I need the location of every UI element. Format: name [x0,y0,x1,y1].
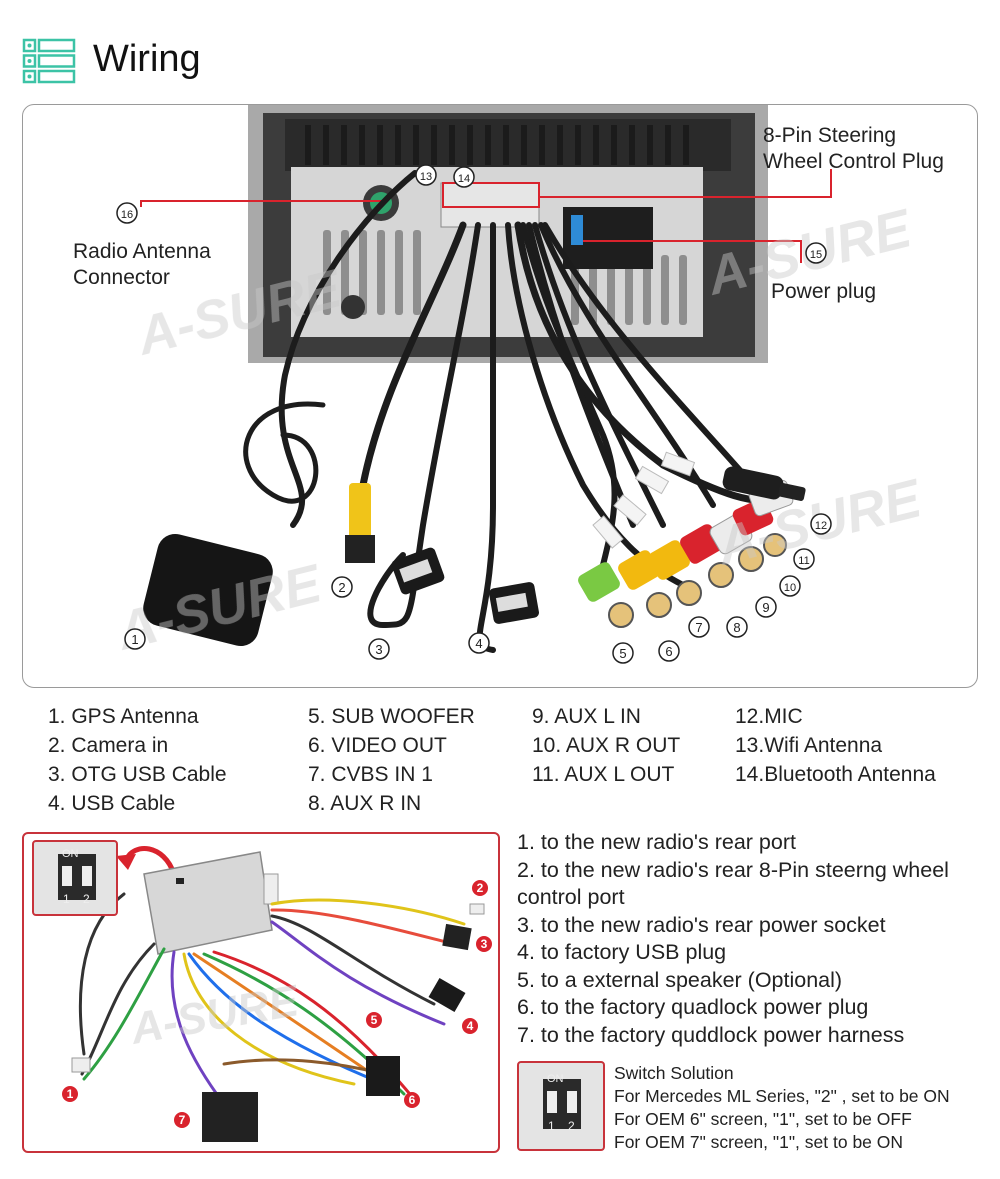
step-item: control port [517,885,625,909]
dip-switch-inset: ON 1 2 [32,840,118,916]
legend-column: 5. SUB WOOFER 6. VIDEO OUT 7. CVBS IN 1 … [308,702,475,818]
legend-item: 13.Wifi Antenna [735,734,883,757]
legend-column: 12.MIC 13.Wifi Antenna 14.Bluetooth Ante… [735,702,936,789]
wiring-diagram-panel: A-SURE A-SURE A-SURE A-SURE 1 2 3 4 5 6 … [22,104,978,688]
callout-number-15: 15 [805,242,827,264]
head-unit-wiring-photo: A-SURE A-SURE A-SURE A-SURE 1 2 3 4 5 6 … [109,105,929,664]
callout-number-13: 13 [415,164,437,186]
legend-column: 9. AUX L IN 10. AUX R OUT 11. AUX L OUT [532,702,680,789]
power-plug-label: Power plug [771,280,877,303]
callout-number-14: 14 [453,166,475,188]
legend-item: 9. AUX L IN [532,705,641,728]
harness-marker-2: 2 [472,880,488,896]
legend-item: 6. VIDEO OUT [308,734,447,757]
svg-text:1: 1 [131,632,138,647]
legend-item: 2. Camera in [48,734,169,757]
harness-marker-7: 7 [174,1112,190,1128]
callout-number-7: 7 [688,616,710,638]
legend-item: 10. AUX R OUT [532,734,681,757]
callout-number-8: 8 [726,616,748,638]
switch-on-label: ON [62,848,79,860]
step-item: 5. to a external speaker (Optional) [517,967,843,992]
svg-text:3: 3 [481,937,488,951]
step-item: 6. to the factory quadlock power plug [517,995,869,1019]
callout-number-4: 4 [468,632,490,654]
switch-1-label: 1 [548,1119,555,1133]
legend-column: 1. GPS Antenna 2. Camera in 3. OTG USB C… [48,702,227,818]
callout-number-6: 6 [658,640,680,662]
svg-text:4: 4 [475,636,482,651]
svg-text:6: 6 [409,1093,416,1107]
radio-antenna-label: Radio Antenna Connector [73,240,211,289]
svg-text:4: 4 [467,1019,474,1033]
harness-marker-3: 3 [476,936,492,952]
svg-text:2: 2 [338,580,345,595]
legend-item: 7. CVBS IN 1 [308,763,433,786]
legend-item: 3. OTG USB Cable [48,763,227,786]
step-item: 1. to the new radio's rear port [517,830,796,854]
legend-item: 11. AUX L OUT [532,763,675,786]
callout-number-16: 16 [116,202,138,224]
svg-text:7: 7 [695,620,702,635]
legend-item: 4. USB Cable [48,792,176,815]
harness-marker-4: 4 [462,1018,478,1034]
switch-solution-line: For Mercedes ML Series, "2" , set to be … [614,1086,950,1106]
harness-photo: A-SURE 1 2 3 4 5 6 7 [62,846,492,1142]
install-steps: 1. to the new radio's rear port 2. to th… [517,829,987,1049]
switch-2-label: 2 [568,1119,575,1133]
svg-text:10: 10 [784,582,796,594]
svg-text:6: 6 [665,644,672,659]
svg-text:2: 2 [477,881,484,895]
callout-number-11: 11 [793,548,815,570]
svg-text:14: 14 [458,173,470,185]
switch-on-label: ON [547,1073,564,1085]
svg-text:9: 9 [762,600,769,615]
step-item: 3. to the new radio's rear power socket [517,912,886,937]
switch-solution-text: Switch Solution For Mercedes ML Series, … [614,1062,994,1154]
switch-2-label: 2 [83,892,90,906]
svg-text:11: 11 [798,555,809,567]
svg-text:13: 13 [420,171,432,183]
svg-text:3: 3 [375,642,382,657]
steering-plug-label: 8-Pin Steering Wheel Control Plug [763,124,944,173]
page-title: Wiring [93,38,201,80]
callout-number-5: 5 [612,642,634,664]
legend-item: 8. AUX R IN [308,792,422,815]
svg-text:1: 1 [67,1087,74,1101]
legend-item: 14.Bluetooth Antenna [735,763,936,786]
callout-number-3: 3 [368,638,390,660]
legend-item: 1. GPS Antenna [48,705,199,728]
step-item: 7. to the factory quddlock power harness [517,1022,905,1047]
harness-marker-6: 6 [404,1092,420,1108]
svg-text:7: 7 [179,1113,186,1127]
watermark-text: A-SURE [126,976,303,1054]
harness-marker-5: 5 [366,1012,382,1028]
callout-number-12: 12 [810,513,832,535]
dip-switch-image: ON 1 2 [517,1061,605,1151]
switch-solution-title: Switch Solution [614,1063,734,1083]
svg-text:15: 15 [810,249,822,261]
list-icon [22,38,76,84]
svg-text:16: 16 [121,209,133,221]
svg-text:12: 12 [815,520,827,532]
svg-text:5: 5 [619,646,626,661]
legend-item: 12.MIC [735,705,803,728]
switch-solution-line: For OEM 7" screen, "1", set to be ON [614,1132,904,1152]
switch-solution-line: For OEM 6" screen, "1", set to be OFF [614,1109,912,1129]
callout-number-9: 9 [755,596,777,618]
svg-text:5: 5 [371,1013,378,1027]
callout-number-1: 1 [124,628,146,650]
callout-number-2: 2 [331,576,353,598]
svg-text:8: 8 [733,620,740,635]
callout-number-10: 10 [779,575,801,597]
step-item: 4. to factory USB plug [517,940,727,964]
harness-marker-1: 1 [62,1086,78,1102]
step-item: 2. to the new radio's rear 8-Pin steerng… [517,857,949,882]
connector-legend: 1. GPS Antenna 2. Camera in 3. OTG USB C… [48,702,968,820]
legend-item: 5. SUB WOOFER [308,705,475,728]
switch-1-label: 1 [63,892,70,906]
harness-panel: A-SURE 1 2 3 4 5 6 7 ON 1 2 [22,832,500,1153]
